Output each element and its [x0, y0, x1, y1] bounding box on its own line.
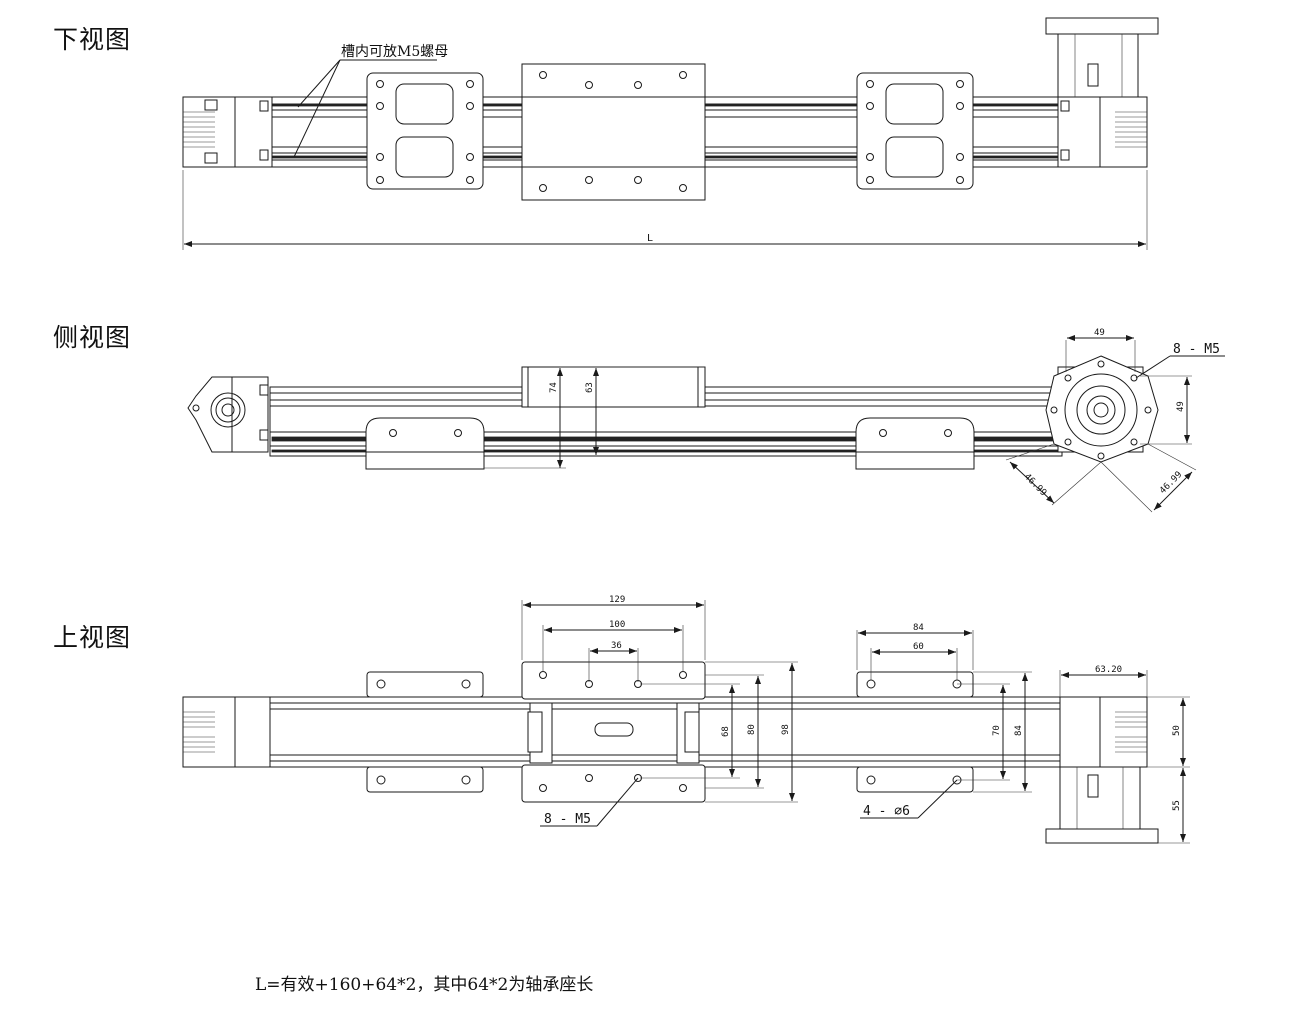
top-center-plate-lower	[521, 764, 706, 803]
dim-L: L	[647, 233, 653, 244]
dim-63: 63	[585, 382, 595, 393]
dim-49-right: 49	[1176, 401, 1186, 412]
top-motor-adapter	[1059, 766, 1141, 830]
side-view: 74 63 49 49 8 - M5 46.99 46.9	[187, 328, 1225, 513]
side-left-carriage	[365, 417, 485, 453]
side-view-title: 侧视图	[53, 323, 132, 352]
side-holes-label: 8 - M5	[1173, 342, 1220, 357]
top-right-bearing-block	[1059, 696, 1103, 768]
top-right-carriage-lower	[856, 766, 974, 793]
side-left-idler-end	[187, 376, 269, 453]
dim-84-side: 84	[1014, 725, 1024, 736]
bottom-motor-flange	[1045, 17, 1159, 35]
bottom-view-title: 下视图	[53, 25, 132, 54]
top-center-plate-upper	[521, 661, 706, 700]
side-right-carriage	[855, 417, 975, 453]
dim-74: 74	[549, 382, 559, 393]
dim-55: 55	[1172, 800, 1182, 811]
top-rail-body	[269, 696, 1061, 768]
dim-129: 129	[609, 595, 625, 605]
bottom-slot-note: 槽内可放M5螺母	[341, 44, 448, 60]
top-view: 129 100 36 84 60 68 80 98 70	[182, 595, 1190, 844]
top-view-title: 上视图	[53, 623, 132, 652]
top-right-end-cap	[1099, 696, 1148, 768]
dim-80: 80	[747, 724, 757, 735]
dim-68: 68	[721, 726, 731, 737]
dim-49-top: 49	[1094, 328, 1105, 338]
side-drive-bearing	[1064, 373, 1138, 447]
top-left-carriage-upper	[366, 671, 484, 698]
dim-84-top: 84	[913, 623, 924, 633]
dim-36: 36	[611, 641, 622, 651]
dim-46-99-a: 46.99	[1022, 472, 1048, 498]
top-holes-phi6-label: 4 - ∅6	[863, 804, 910, 819]
top-holes-m5-label: 8 - M5	[544, 812, 591, 827]
side-left-bearing	[210, 392, 246, 428]
top-right-carriage-upper	[856, 671, 974, 698]
side-center-block	[521, 366, 706, 408]
top-left-bearing-block	[234, 696, 271, 768]
dim-60: 60	[913, 642, 924, 652]
dim-63-20: 63.20	[1095, 665, 1122, 675]
dim-98: 98	[781, 724, 791, 735]
length-formula-note: L=有效+160+64*2，其中64*2为轴承座长	[255, 975, 594, 995]
top-left-end-cap	[182, 696, 236, 768]
top-center-slot	[594, 722, 634, 737]
bottom-view: 槽内可放M5螺母 L	[182, 17, 1159, 250]
dim-70: 70	[992, 725, 1002, 736]
dim-100: 100	[609, 620, 625, 630]
top-motor-flange	[1045, 828, 1159, 844]
dim-50: 50	[1172, 725, 1182, 736]
top-left-carriage-lower	[366, 766, 484, 793]
